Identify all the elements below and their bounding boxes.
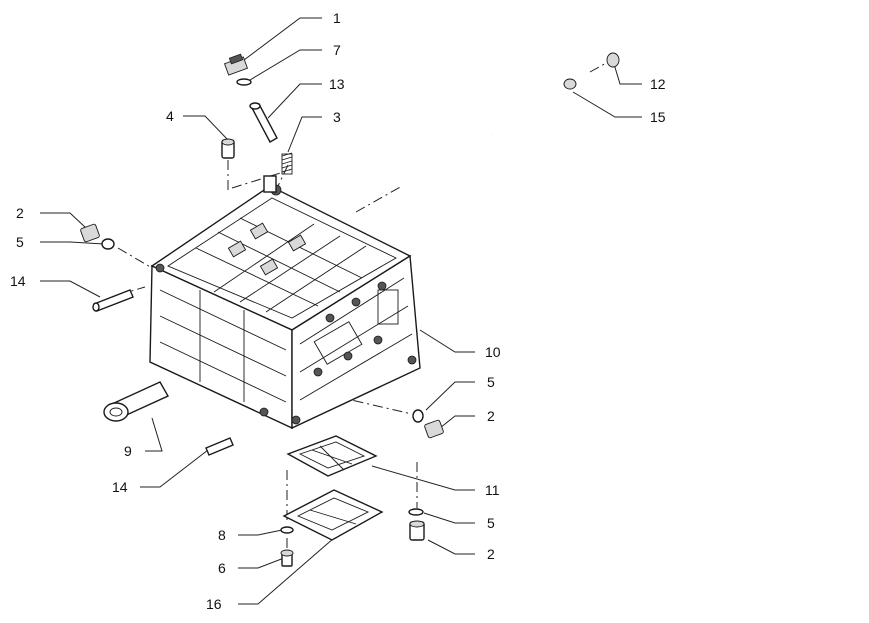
part-7-washer — [236, 78, 252, 86]
part-16-plate — [282, 489, 384, 541]
callout-4: 4 — [166, 108, 174, 124]
callout-11: 11 — [485, 482, 500, 498]
callout-16: 16 — [206, 596, 222, 612]
part-1-breather — [223, 53, 249, 76]
leader-16 — [238, 537, 335, 605]
leader-6 — [238, 557, 285, 569]
callout-10: 10 — [485, 344, 501, 360]
callout-2b: 2 — [487, 408, 495, 424]
callout-14a: 14 — [10, 273, 26, 289]
part-5c-washer — [408, 508, 424, 516]
leader-2b — [439, 415, 475, 429]
leader-5a — [40, 241, 105, 245]
callout-2a: 2 — [16, 205, 24, 221]
leader-2a — [40, 212, 87, 229]
callout-7: 7 — [333, 42, 341, 58]
leader-1 — [243, 17, 322, 61]
callout-9: 9 — [124, 443, 132, 459]
part-5b-oring — [412, 409, 424, 423]
leader-14a — [40, 280, 101, 298]
callout-labels: 1 7 13 4 3 2 5 14 12 15 10 5 2 9 14 11 5… — [10, 10, 666, 612]
gearbox-housing — [149, 175, 421, 430]
part-2c-plug — [409, 520, 425, 541]
leader-5b — [425, 381, 475, 411]
leader-14b — [140, 449, 209, 488]
part-9-sleeve — [103, 381, 169, 422]
leader-10 — [419, 329, 475, 353]
callout-14b: 14 — [112, 479, 128, 495]
part-15-pipe — [404, 78, 577, 270]
callout-1: 1 — [333, 10, 341, 26]
part-12-cap — [606, 52, 620, 68]
callout-13: 13 — [329, 76, 345, 92]
part-11-cover — [286, 435, 378, 477]
part-13-tube — [249, 102, 278, 143]
callout-5c: 5 — [487, 515, 495, 531]
part-4-plug — [221, 138, 235, 159]
callout-2c: 2 — [487, 546, 495, 562]
leader-11 — [371, 465, 475, 491]
part-2b-plug — [424, 419, 444, 439]
leader-9 — [145, 417, 163, 452]
callout-3: 3 — [333, 109, 341, 125]
part-5a-oring — [101, 238, 115, 250]
leader-3 — [287, 116, 322, 153]
part-8-washer — [280, 526, 294, 534]
part-6-bolt — [280, 549, 294, 567]
leader-15 — [572, 91, 642, 118]
leader-5c — [423, 512, 475, 524]
callout-15: 15 — [650, 109, 666, 125]
part-2a-plug — [80, 223, 100, 243]
part-3-spring — [281, 152, 293, 175]
leader-4 — [183, 115, 229, 141]
parts — [80, 52, 620, 567]
leader-8 — [238, 529, 283, 536]
callout-6: 6 — [218, 560, 226, 576]
callout-5b: 5 — [487, 374, 495, 390]
callout-5a: 5 — [16, 234, 24, 250]
leader-lines — [40, 17, 642, 605]
leader-13 — [267, 83, 322, 119]
callout-12: 12 — [650, 76, 666, 92]
part-14a-pin — [92, 289, 134, 312]
part-14b-pin — [205, 437, 234, 456]
leader-2c — [427, 539, 475, 555]
leader-12 — [613, 63, 642, 85]
callout-8: 8 — [218, 527, 226, 543]
leader-7 — [249, 49, 322, 81]
